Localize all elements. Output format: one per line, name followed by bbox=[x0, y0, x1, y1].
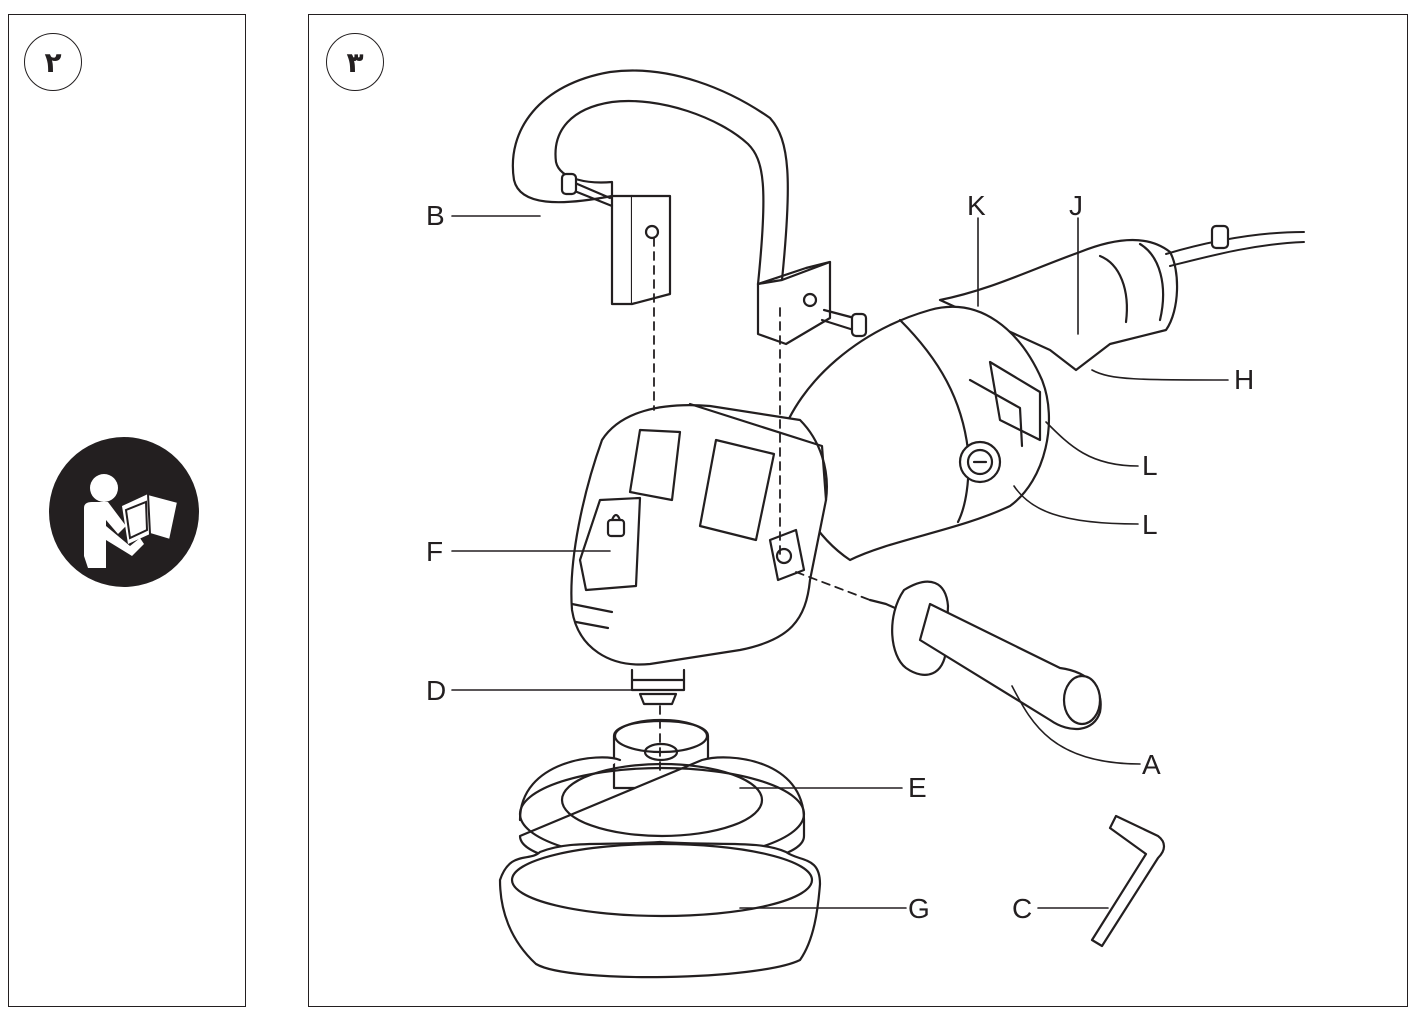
label-c: C bbox=[1012, 893, 1033, 924]
side-handle-part-a bbox=[868, 580, 1102, 731]
label-a: A bbox=[1142, 749, 1161, 780]
d-handle-part-b bbox=[511, 69, 868, 346]
polishing-bonnet-part-g bbox=[498, 840, 822, 979]
polisher-body bbox=[570, 224, 1305, 706]
figure-number-2: ٢ bbox=[24, 33, 82, 91]
label-l-upper: L bbox=[1142, 450, 1158, 481]
label-d: D bbox=[426, 675, 447, 706]
hex-key-part-c bbox=[1090, 814, 1166, 948]
read-manual-icon bbox=[49, 437, 199, 587]
label-h: H bbox=[1234, 364, 1255, 395]
label-b: B bbox=[426, 200, 445, 231]
label-f: F bbox=[426, 536, 444, 567]
label-l-lower: L bbox=[1142, 509, 1158, 540]
label-e: E bbox=[908, 772, 927, 803]
label-k: K bbox=[967, 190, 986, 221]
label-g: G bbox=[908, 893, 930, 924]
backing-pad-part-e bbox=[518, 718, 806, 871]
label-j: J bbox=[1069, 190, 1083, 221]
figure-number-3: ٣ bbox=[326, 33, 384, 91]
